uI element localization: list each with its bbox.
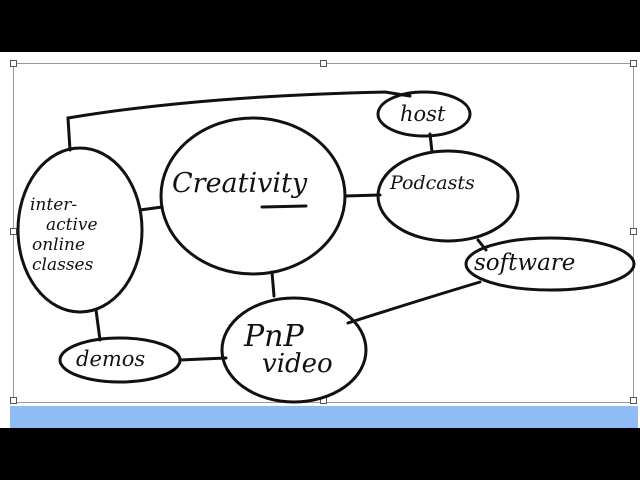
node-software-label: software [474,250,575,276]
connector-creativity-pnp [270,270,276,298]
taskbar-strip [10,406,638,428]
node-podcasts-outline[interactable] [376,149,520,243]
connector-software-pnp [346,280,482,325]
connector-classes-demos [94,308,102,342]
letterbox-bottom [0,428,640,480]
node-software-outline[interactable] [464,236,636,292]
connector-demos-pnp [178,356,228,362]
resize-handle-top-left[interactable] [10,60,17,67]
node-host-label: host [400,102,446,126]
node-podcasts-label: Podcasts [389,172,475,194]
node-classes-label-line3: online [32,235,85,255]
resize-handle-top-right[interactable] [630,60,637,67]
node-pnp-video-outline[interactable] [220,296,368,404]
node-pnp-video-label-line1: PnP [243,319,305,354]
whiteboard-canvas[interactable] [0,52,640,428]
node-classes-label-line2: active [46,215,98,235]
connector-creativity-podcasts [343,193,382,198]
node-creativity-outline[interactable] [159,116,347,276]
node-demos-outline[interactable] [58,336,182,384]
node-creativity-label: Creativity [172,168,308,199]
resize-handle-left[interactable] [10,228,17,235]
connector-classes-host [66,90,412,152]
resize-handle-bottom-right[interactable] [630,397,637,404]
node-classes-label-line4: classes [32,255,94,275]
resize-handle-bottom-left[interactable] [10,397,17,404]
letterbox-top [0,0,640,52]
node-classes-label-line1: inter- [30,195,77,215]
resize-handle-right[interactable] [630,228,637,235]
node-demos-label: demos [76,347,145,371]
creativity-underline [260,204,308,209]
connector-classes-creativity [138,205,164,212]
node-host-outline[interactable] [376,90,472,138]
resize-handle-top[interactable] [320,60,327,67]
node-classes-outline[interactable] [16,146,144,314]
node-pnp-video-label-line2: video [262,349,333,379]
